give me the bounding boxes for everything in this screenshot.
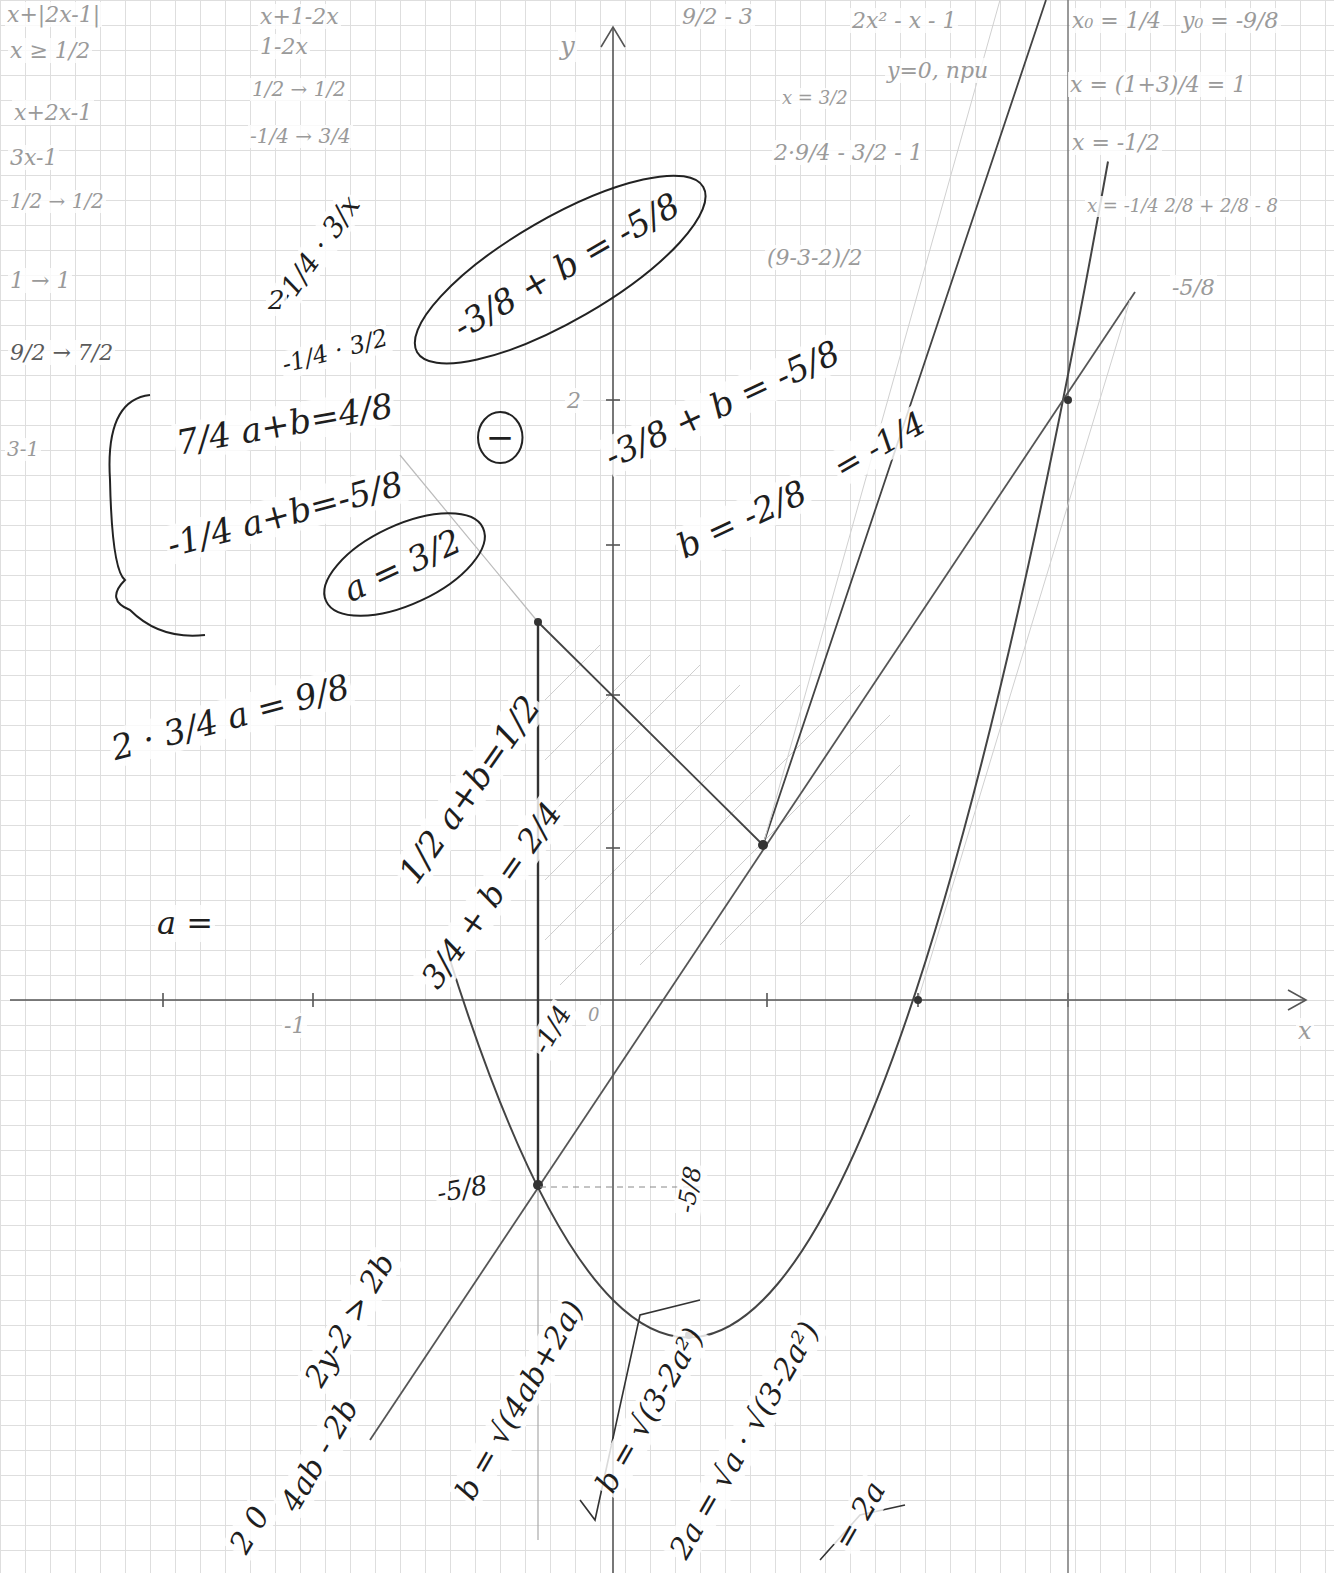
handwritten-note: x = 3/2 xyxy=(780,88,850,109)
handwritten-note: -1/4 a+b=-5/8 xyxy=(161,464,409,565)
handwritten-note: -5/8 xyxy=(432,1171,491,1210)
handwritten-note: -5/8 xyxy=(1170,275,1217,300)
handwritten-note: 2 · 3/4 a = 9/8 xyxy=(105,667,355,769)
handwritten-note: 4ab - 2b xyxy=(273,1391,367,1519)
expression-text: -3/8 + b = -5/8 xyxy=(446,186,686,347)
points xyxy=(533,396,1072,1339)
handwritten-note: y=0, при xyxy=(885,58,990,83)
handwritten-note: -1/4 · 3/2 xyxy=(277,324,393,380)
handwritten-note: 2 xyxy=(565,388,583,413)
broken-line xyxy=(538,0,1046,845)
handwritten-note: 2 0 xyxy=(222,1499,278,1561)
handwritten-note: 3x-1 xyxy=(8,145,59,170)
handwritten-note: 1/2 → 1/2 xyxy=(250,78,348,101)
handwritten-note: y₀ = -9/8 xyxy=(1180,8,1281,33)
handwritten-note: a = xyxy=(155,905,215,942)
handwritten-note: x ≥ 1/2 xyxy=(8,38,92,63)
handwritten-note: b = -2/8 xyxy=(669,472,814,567)
handwritten-note: b = √(4ab+2a) xyxy=(448,1293,592,1508)
handwritten-note: -1/4 xyxy=(525,999,578,1061)
handwritten-note: 9/2 - 3 xyxy=(680,4,755,29)
faint-line xyxy=(763,0,1000,845)
handwritten-note: x xyxy=(1296,1018,1314,1046)
parabola xyxy=(448,162,1108,1338)
handwritten-note: x+1-2x xyxy=(258,4,341,29)
handwritten-note: 3-1 xyxy=(5,438,41,461)
circled-expression: -3/8 + b = -5/8 xyxy=(388,140,731,400)
handwritten-note: (9-3-2)/2 xyxy=(765,245,864,270)
handwritten-note: 0 xyxy=(586,1005,601,1026)
handwritten-note: x = -1/4 2/8 + 2/8 - 8 xyxy=(1085,196,1280,217)
expression-text: − xyxy=(486,418,515,457)
handwritten-note: x = -1/2 xyxy=(1070,130,1162,155)
handwritten-note: 7/4 a+b=4/8 xyxy=(172,386,399,463)
handwritten-note: y xyxy=(558,32,577,62)
hatching xyxy=(545,645,910,985)
handwritten-note: -3/8 + b = -5/8 xyxy=(597,333,848,478)
handwritten-note: -1/4 → 3/4 xyxy=(248,125,353,148)
handwritten-note: 9/2 → 7/2 xyxy=(8,340,115,365)
handwritten-note: 2·9/4 - 3/2 - 1 xyxy=(772,140,925,165)
handwritten-note: b = √(3-2a²) xyxy=(588,1320,712,1500)
handwritten-note: 2 xyxy=(266,286,287,316)
handwritten-note: 2y-2 > 2b xyxy=(297,1246,403,1395)
handwritten-note: x = (1+3)/4 = 1 xyxy=(1068,72,1248,97)
handwritten-note: x+|2x-1| xyxy=(5,2,102,27)
line xyxy=(370,292,1135,1440)
handwritten-note: 2x² - x - 1 xyxy=(850,8,958,33)
vertical-line xyxy=(1067,0,1069,1573)
faint-line xyxy=(918,300,1130,1000)
handwritten-note: 1/2 → 1/2 xyxy=(8,190,106,213)
handwritten-note: 1 → 1 xyxy=(8,268,72,293)
handwritten-note: = -1/4 xyxy=(826,403,934,487)
handwritten-note: = 2a xyxy=(826,1474,894,1557)
handwritten-note: x₀ = 1/4 xyxy=(1070,8,1163,33)
circled-expression: − xyxy=(476,410,525,465)
handwritten-note: -1 xyxy=(282,1013,307,1038)
axes xyxy=(10,27,1306,1573)
handwritten-note: x+2x-1 xyxy=(12,100,94,125)
expression-text: a = 3/2 xyxy=(338,522,468,610)
handwritten-note: 1-2x xyxy=(258,34,310,59)
handwritten-note: -5/8 xyxy=(672,1163,708,1218)
